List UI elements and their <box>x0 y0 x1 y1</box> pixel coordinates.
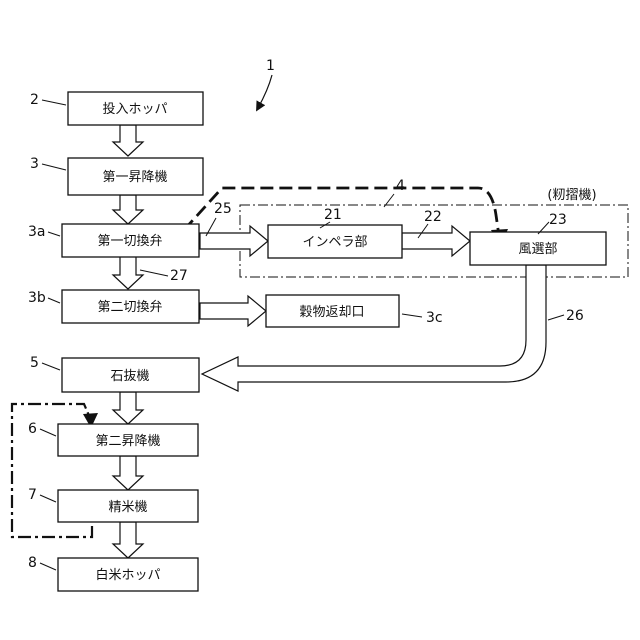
ref-second-elevator: 6 <box>28 421 37 437</box>
leader-input-hopper <box>42 100 66 105</box>
arrow-valve1-to-impeller <box>200 226 268 256</box>
first-switch-valve-label: 第一切換弁 <box>97 234 162 249</box>
second-elevator-label: 第二昇降機 <box>95 434 160 449</box>
arrow-winnower-to-destoner <box>202 265 546 391</box>
ref-first-elevator: 3 <box>30 156 39 172</box>
leader-flow-26 <box>548 315 564 320</box>
grain-return-port-label: 穀物返却口 <box>299 305 364 320</box>
second-elevator-box: 第二昇降機 <box>58 424 198 456</box>
arrow-valve2-to-return-port <box>200 296 266 326</box>
ref-white-rice-hopper: 8 <box>28 555 37 571</box>
winnower-label: 風選部 <box>518 242 557 257</box>
second-switch-valve-label: 第二切換弁 <box>97 300 162 315</box>
impeller-box: インペラ部 <box>268 225 402 258</box>
input-hopper-label: 投入ホッパ <box>102 101 167 117</box>
ref-second-switch-valve: 3b <box>28 290 46 306</box>
leader-first-switch-valve <box>48 232 60 236</box>
arrow-impeller-to-winnower <box>402 226 470 256</box>
impeller-label: インペラ部 <box>302 235 367 250</box>
second-switch-valve-box: 第二切換弁 <box>62 290 199 323</box>
white-rice-hopper-label: 白米ホッパ <box>95 567 160 583</box>
leader-second-switch-valve <box>48 298 60 303</box>
ref-input-hopper: 2 <box>30 92 39 108</box>
huller-group-ref: 4 <box>396 178 405 194</box>
figure-pointer <box>258 75 272 108</box>
ref-flow-25: 25 <box>214 201 232 217</box>
arrow-polisher-to-hopper <box>113 522 143 558</box>
leader-white-rice-hopper <box>40 563 56 570</box>
rice-polisher-box: 精米機 <box>58 490 198 522</box>
ref-rice-polisher: 7 <box>28 487 37 503</box>
rice-polisher-label: 精米機 <box>108 500 147 515</box>
first-elevator-label: 第一昇降機 <box>102 170 167 185</box>
ref-destoner: 5 <box>30 355 39 371</box>
grain-return-port-box: 穀物返却口 <box>266 295 399 327</box>
arrow-elevator1-to-valve1 <box>113 195 143 224</box>
leader-destoner <box>42 363 60 370</box>
winnower-box: 風選部 <box>470 232 606 265</box>
leader-first-elevator <box>42 164 66 170</box>
ref-grain-return-port: 3c <box>426 310 443 326</box>
arrow-hopper-to-elevator1 <box>113 125 143 156</box>
ref-first-switch-valve: 3a <box>28 224 46 240</box>
ref-flow-22: 22 <box>424 209 442 225</box>
ref-flow-27: 27 <box>170 268 188 284</box>
leader-rice-polisher <box>40 495 56 502</box>
leader-grain-return-port <box>402 314 422 317</box>
ref-flow-26: 26 <box>566 308 584 324</box>
figure-ref: 1 <box>266 58 275 74</box>
first-elevator-box: 第一昇降機 <box>68 158 203 195</box>
destoner-label: 石抜機 <box>110 368 149 384</box>
ref-impeller: 21 <box>324 207 342 223</box>
destoner-box: 石抜機 <box>62 358 199 392</box>
leader-flow-27 <box>140 270 168 276</box>
first-switch-valve-box: 第一切換弁 <box>62 224 199 257</box>
arrow-valve1-to-valve2 <box>113 256 143 289</box>
leader-second-elevator <box>40 429 56 436</box>
ref-winnower: 23 <box>549 212 567 228</box>
huller-group-caption: (籾摺機) <box>547 188 596 203</box>
arrow-elevator2-to-polisher <box>113 456 143 490</box>
arrow-destoner-to-elevator2 <box>113 392 143 424</box>
input-hopper-box: 投入ホッパ <box>68 92 203 125</box>
white-rice-hopper-box: 白米ホッパ <box>58 558 198 591</box>
